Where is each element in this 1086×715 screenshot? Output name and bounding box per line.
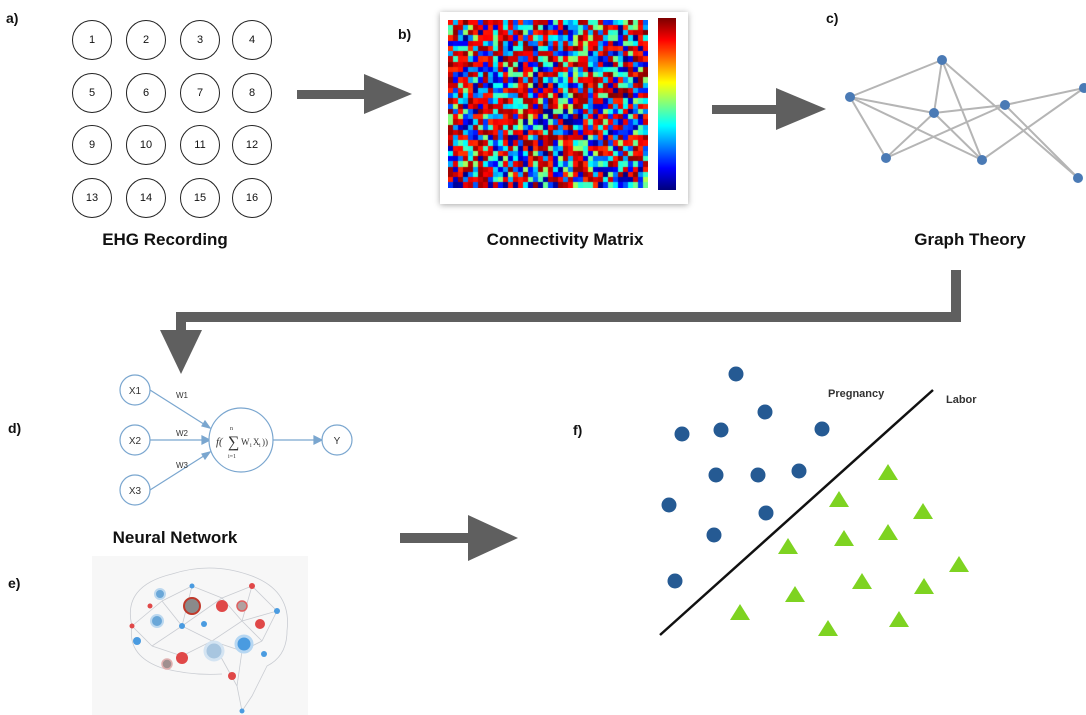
electrode-1: 1	[72, 20, 112, 60]
class-label-pregnancy: Pregnancy	[828, 388, 885, 400]
electrode-8: 8	[232, 73, 272, 113]
connectivity-matrix-heatmap	[448, 20, 648, 188]
panel-label-c: c)	[826, 10, 839, 26]
electrode-13: 13	[72, 178, 112, 218]
class-label-labor: Labor	[946, 394, 977, 406]
electrode-10: 10	[126, 125, 166, 165]
panel-label-e: e)	[8, 575, 21, 591]
electrode-5: 5	[72, 73, 112, 113]
electrode-11: 11	[180, 125, 220, 165]
svg-text:W: W	[241, 437, 250, 447]
electrode-9: 9	[72, 125, 112, 165]
nn-input-x2: X2	[129, 436, 142, 447]
svg-text:∑: ∑	[228, 434, 239, 451]
svg-text:i=1: i=1	[228, 454, 236, 460]
nn-weight-w3: W3	[176, 461, 189, 470]
nn-input-x3: X3	[129, 486, 142, 497]
electrode-3: 3	[180, 20, 220, 60]
graph-network	[845, 55, 1086, 183]
electrode-4: 4	[232, 20, 272, 60]
panel-label-f: f)	[573, 422, 583, 438]
connectivity-matrix-frame	[440, 12, 688, 204]
electrode-2: 2	[126, 20, 166, 60]
panel-label-a: a)	[6, 10, 19, 26]
electrode-16: 16	[232, 178, 272, 218]
svg-text:)): ))	[262, 437, 268, 447]
panel-label-d: d)	[8, 420, 22, 436]
pregnancy-points	[661, 366, 830, 589]
svg-text:X: X	[253, 437, 260, 447]
brain-network-image	[92, 556, 308, 715]
electrode-12: 12	[232, 125, 272, 165]
nn-input-x1: X1	[129, 386, 142, 397]
svg-text:i: i	[259, 443, 261, 449]
electrode-14: 14	[126, 178, 166, 218]
nn-weight-w1: W1	[176, 391, 189, 400]
electrode-7: 7	[180, 73, 220, 113]
electrode-15: 15	[180, 178, 220, 218]
nn-activation-formula: f( ∑ n i=1 W i X i ))	[216, 426, 268, 460]
nn-output-y: Y	[334, 436, 341, 447]
labor-points	[730, 464, 969, 636]
graph-nodes	[845, 55, 1086, 183]
caption-neural-network: Neural Network	[112, 528, 238, 547]
classification-scatter	[659, 366, 969, 636]
caption-ehg-recording: EHG Recording	[102, 230, 228, 249]
nn-weight-w2: W2	[176, 429, 189, 438]
svg-text:n: n	[230, 426, 233, 432]
electrode-6: 6	[126, 73, 166, 113]
colorbar	[658, 18, 676, 190]
decision-boundary	[659, 389, 934, 636]
caption-connectivity-matrix: Connectivity Matrix	[486, 230, 644, 249]
caption-graph-theory: Graph Theory	[914, 230, 1026, 249]
svg-text:i: i	[250, 443, 252, 449]
svg-text:f(: f(	[216, 436, 224, 448]
neural-network-diagram: X1 X2 X3 W1 W2 W3 Y f( ∑ n i=1 W i X i )…	[119, 374, 353, 506]
panel-label-b: b)	[398, 26, 412, 42]
graph-edges	[849, 59, 1085, 179]
